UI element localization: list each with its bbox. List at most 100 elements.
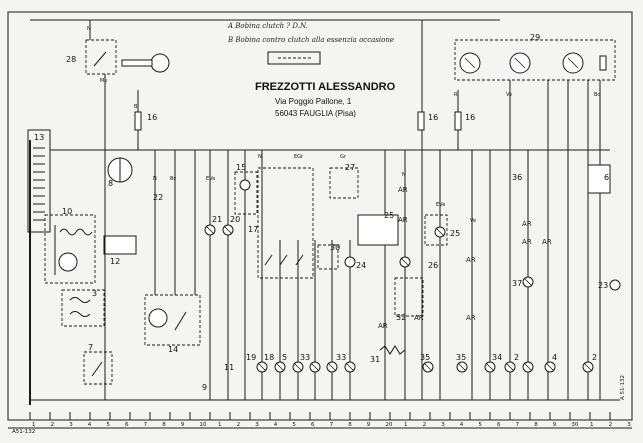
label-11: 11 bbox=[224, 363, 234, 372]
switch-32 bbox=[394, 277, 424, 317]
wire-AR-1: AR bbox=[398, 186, 408, 194]
tick-label: 7 bbox=[144, 422, 148, 428]
bulb-icons bbox=[204, 179, 621, 373]
wire-N-1: N bbox=[87, 26, 91, 32]
tick-label: 20 bbox=[385, 422, 392, 428]
wire-Bc-2: Bc bbox=[594, 92, 600, 98]
side-code: A 51-132 bbox=[620, 375, 626, 400]
tick-label: 5 bbox=[106, 422, 110, 428]
tick-label: 3 bbox=[69, 422, 73, 428]
label-10: 10 bbox=[62, 207, 72, 216]
label-3: 3 bbox=[92, 289, 97, 298]
fuse-16b bbox=[417, 111, 425, 131]
tick-label: 3 bbox=[627, 422, 631, 428]
wire-R-1: R bbox=[454, 92, 458, 98]
tick-label: 6 bbox=[125, 422, 129, 428]
ignition-switch-28 bbox=[85, 39, 117, 75]
tick-label: 1 bbox=[404, 422, 408, 428]
stamp-name: FREZZOTTI ALESSANDRO bbox=[255, 81, 396, 93]
flasher-25 bbox=[357, 214, 399, 246]
label-16b: 16 bbox=[428, 113, 438, 122]
label-2a: 2 bbox=[514, 353, 519, 362]
tick-label: 6 bbox=[497, 422, 501, 428]
label-14: 14 bbox=[168, 345, 178, 354]
switch-27 bbox=[329, 167, 359, 199]
sheet-border bbox=[7, 11, 633, 421]
fuse-16a bbox=[134, 111, 142, 131]
tick-label: 9 bbox=[181, 422, 185, 428]
wire-Ve-1: Ve bbox=[470, 218, 476, 224]
tick-label: 3 bbox=[255, 422, 259, 428]
label-35b: 35 bbox=[456, 353, 466, 362]
wire-AR-8: AR bbox=[522, 238, 532, 246]
tick-label: 8 bbox=[162, 422, 166, 428]
tick-label: 7 bbox=[330, 422, 334, 428]
switch-25b bbox=[424, 214, 448, 246]
tick-label: 30 bbox=[571, 422, 578, 428]
wire-Ve-2: Ve bbox=[506, 92, 512, 98]
stamp-street: Via Poggio Pallone, 1 bbox=[275, 97, 352, 106]
label-35a: 35 bbox=[420, 353, 430, 362]
label-13: 13 bbox=[34, 133, 44, 142]
label-8: 8 bbox=[108, 179, 113, 188]
tick-label: 2 bbox=[51, 422, 55, 428]
starter-14 bbox=[144, 294, 201, 346]
ignition-key-icon bbox=[121, 53, 170, 73]
tick-label: 5 bbox=[292, 422, 296, 428]
wire-AR-9: AR bbox=[542, 238, 552, 246]
tick-label: 5 bbox=[478, 422, 482, 428]
tick-label: 7 bbox=[516, 422, 520, 428]
label-5a: 5 bbox=[282, 353, 287, 362]
tick-label: 9 bbox=[553, 422, 557, 428]
label-34: 34 bbox=[492, 353, 502, 362]
wire-N-4: N bbox=[402, 172, 406, 178]
regulator-3 bbox=[61, 289, 105, 327]
wire-AR-3: AR bbox=[466, 256, 476, 264]
label-6: 6 bbox=[604, 173, 609, 182]
label-21: 21 bbox=[212, 215, 222, 224]
label-23: 23 bbox=[598, 281, 608, 290]
tick-label: 2 bbox=[237, 422, 241, 428]
label-22: 22 bbox=[153, 193, 163, 202]
label-20: 20 bbox=[230, 215, 240, 224]
gauge-icons bbox=[459, 52, 607, 74]
wire-Gr-1: Gr bbox=[340, 154, 347, 160]
tick-label: 10 bbox=[199, 422, 206, 428]
wire-Ev-1: EVe bbox=[206, 176, 215, 182]
tick-label: 8 bbox=[348, 422, 352, 428]
label-17: 17 bbox=[248, 225, 258, 234]
tick-label: 4 bbox=[88, 422, 92, 428]
label-33a: 33 bbox=[300, 353, 310, 362]
label-9: 9 bbox=[202, 383, 207, 392]
label-26: 26 bbox=[428, 261, 438, 270]
label-12: 12 bbox=[110, 257, 120, 266]
sheet-code: A51-132 bbox=[12, 429, 35, 435]
label-37: 37 bbox=[512, 279, 522, 288]
wire-Bc-1: Bc bbox=[170, 176, 176, 182]
label-30-comp: 30 bbox=[330, 243, 340, 252]
handnote-line2: B Bobina contro clutch alla essenzia occ… bbox=[227, 36, 394, 44]
wire-AR-7: AR bbox=[522, 220, 532, 228]
switch-15 bbox=[234, 171, 258, 215]
label-28: 28 bbox=[66, 55, 76, 64]
wire-Bi-1: Bi bbox=[134, 104, 139, 110]
wire-AR-5: AR bbox=[378, 322, 388, 330]
label-36: 36 bbox=[512, 173, 522, 182]
tick-label: 2 bbox=[609, 422, 613, 428]
fuse-16c bbox=[454, 111, 462, 131]
label-18: 18 bbox=[264, 353, 274, 362]
label-16c: 16 bbox=[465, 113, 475, 122]
wire-AR-4: AR bbox=[466, 314, 476, 322]
label-7: 7 bbox=[88, 343, 93, 352]
label-16a: 16 bbox=[147, 113, 157, 122]
label-2b: 2 bbox=[592, 353, 597, 362]
resistor-31 bbox=[379, 345, 406, 355]
label-31: 31 bbox=[370, 355, 380, 364]
wire-Eg-1: EGr bbox=[294, 154, 304, 160]
bottom-scale bbox=[29, 412, 611, 420]
label-29: 29 bbox=[530, 33, 540, 42]
tick-label: 2 bbox=[423, 422, 427, 428]
tick-label: 4 bbox=[274, 422, 278, 428]
